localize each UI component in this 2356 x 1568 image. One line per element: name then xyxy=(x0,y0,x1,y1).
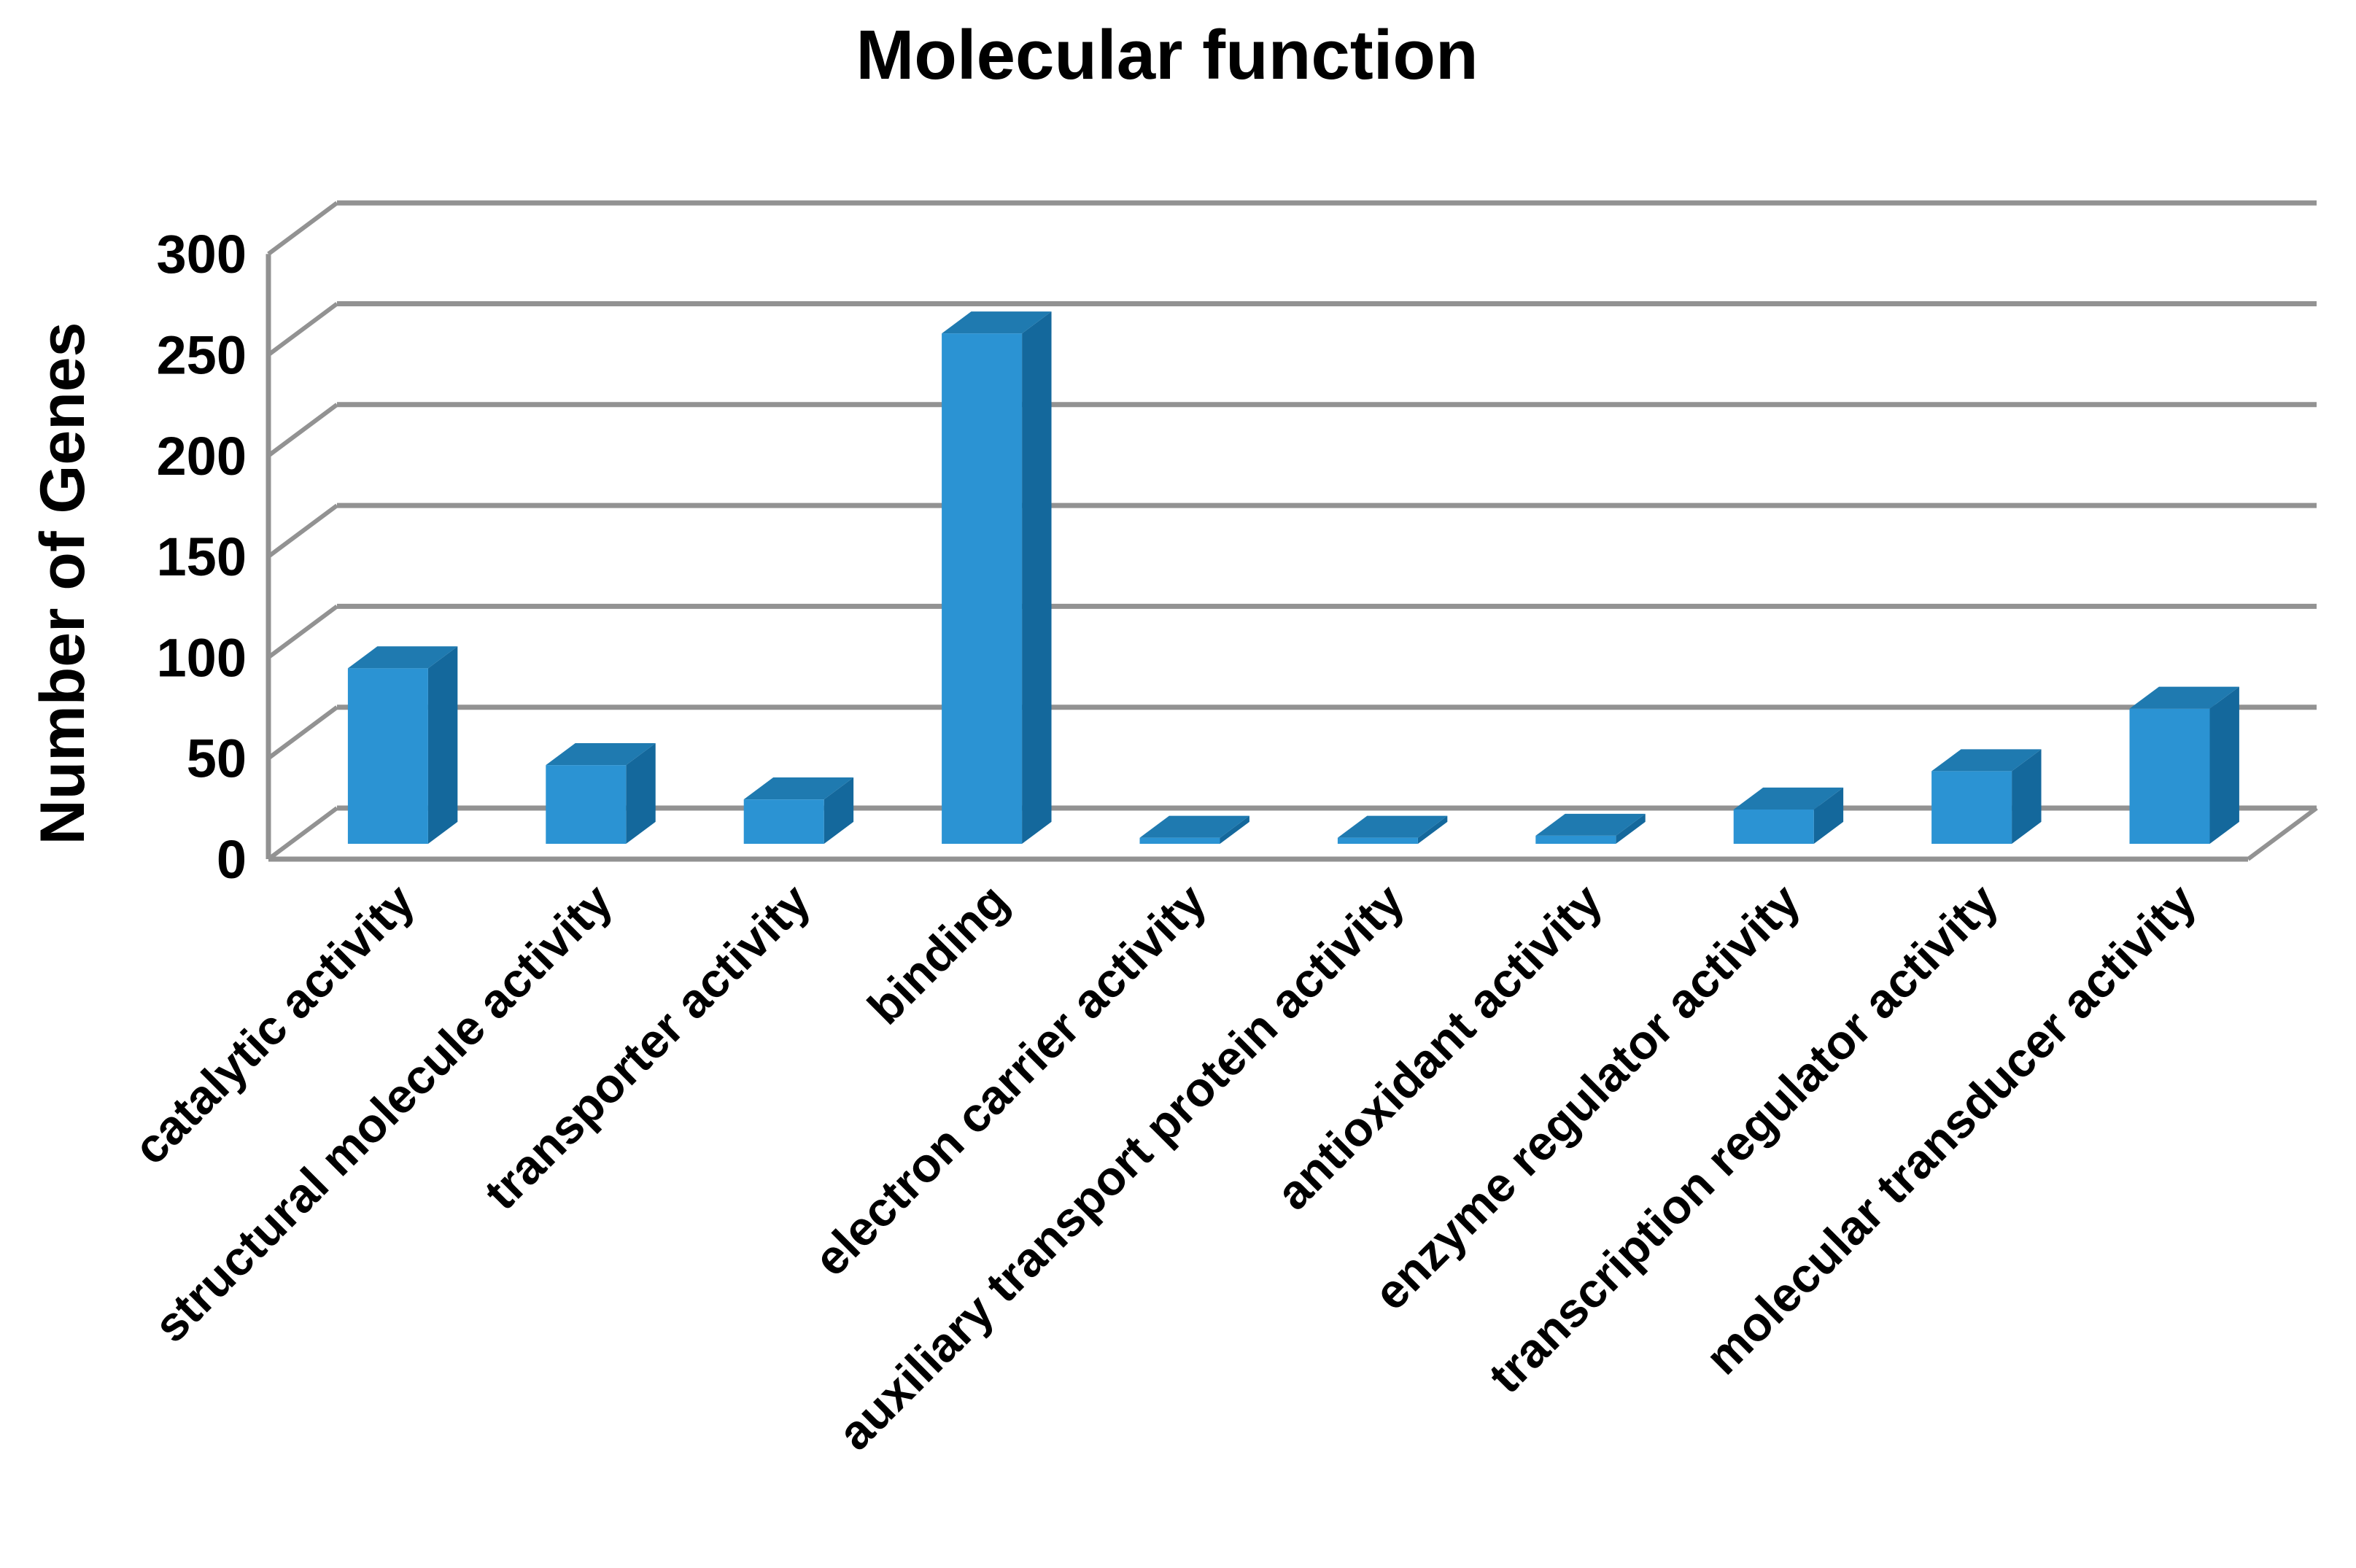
bar-side-face xyxy=(1813,787,1844,844)
bar-top-face xyxy=(347,646,458,669)
bar-top-face xyxy=(743,777,854,800)
bars-layer xyxy=(347,311,2239,844)
floor-right-edge xyxy=(2247,806,2318,861)
y-tick-label-50: 50 xyxy=(187,729,247,789)
bar-antioxidant-activity xyxy=(1535,813,1646,844)
bar-side-face xyxy=(626,743,656,844)
y-tick-label-150: 150 xyxy=(157,527,247,587)
bar-molecular-transducer-activity xyxy=(2129,686,2239,844)
gridline-connector-200 xyxy=(267,403,338,458)
bar-front-face xyxy=(1337,837,1418,844)
bar-front-face xyxy=(743,799,824,844)
bar-structural-molecule-activity xyxy=(546,743,656,844)
gridline-connector-300 xyxy=(267,201,338,256)
bar-electron-carrier-activity xyxy=(1139,815,1249,844)
bar-side-face xyxy=(1417,815,1448,844)
bar-front-face xyxy=(1931,771,2012,844)
y-axis-title: Number of Genes xyxy=(28,322,98,845)
gridline-connector-150 xyxy=(267,503,338,559)
gridline-connector-0 xyxy=(267,806,338,861)
chart-title: Molecular function xyxy=(856,16,1478,94)
gridlines-layer xyxy=(267,200,2317,861)
bar-front-face xyxy=(2129,708,2210,844)
bar-enzyme-regulator-activity xyxy=(1733,787,1844,844)
bar-side-face xyxy=(1220,815,1249,844)
bar-top-face xyxy=(1535,813,1646,836)
bar-front-face xyxy=(942,333,1023,844)
gridline-connector-250 xyxy=(267,302,338,357)
x-tick-label-transporter-activity: transporter activity xyxy=(474,873,821,1219)
bar-top-face xyxy=(942,311,1052,334)
bar-front-face xyxy=(1535,835,1616,844)
bar-binding xyxy=(942,311,1052,844)
bar-front-face xyxy=(1139,837,1220,844)
bar-top-face xyxy=(1733,787,1844,810)
bar-side-face xyxy=(427,646,458,844)
bar-top-face xyxy=(2129,686,2239,709)
bar-top-face xyxy=(1139,815,1249,838)
y-tick-label-300: 300 xyxy=(157,224,247,284)
bar-top-face xyxy=(1931,749,2042,772)
bar-front-face xyxy=(1733,809,1814,844)
bar-transporter-activity xyxy=(743,777,854,844)
bar-auxiliary-transport-protein-activity xyxy=(1337,815,1448,844)
bar-side-face xyxy=(2209,686,2239,844)
axes-layer xyxy=(266,254,2318,862)
x-tick-label-electron-carrier-activity: electron carrier activity xyxy=(803,873,1216,1286)
bar-catalytic-activity xyxy=(347,646,458,844)
gridline-connector-100 xyxy=(267,604,338,659)
y-tick-label-200: 200 xyxy=(157,426,247,486)
bar-side-face xyxy=(1022,311,1052,844)
bar-front-face xyxy=(546,765,627,844)
bar-top-face xyxy=(546,743,656,766)
x-tick-label-enzyme-regulator-activity: enzyme regulator activity xyxy=(1363,873,1810,1320)
bar-side-face xyxy=(2012,749,2042,844)
bar-side-face xyxy=(1616,813,1646,844)
y-tick-label-0: 0 xyxy=(217,829,247,890)
x-tick-label-antioxidant-activity: antioxidant activity xyxy=(1266,873,1612,1219)
y-tick-label-250: 250 xyxy=(157,325,247,386)
y-tick-label-100: 100 xyxy=(157,627,247,688)
bar-top-face xyxy=(1337,815,1448,838)
y-tick-labels-layer: 0 50 100 150 200 250 300 xyxy=(157,224,247,890)
gridline-connector-50 xyxy=(267,705,338,761)
bar-transcription-regulator-activity xyxy=(1931,749,2042,844)
x-tick-label-binding: binding xyxy=(857,874,1018,1035)
bar-front-face xyxy=(347,668,428,844)
bar-side-face xyxy=(824,777,854,844)
